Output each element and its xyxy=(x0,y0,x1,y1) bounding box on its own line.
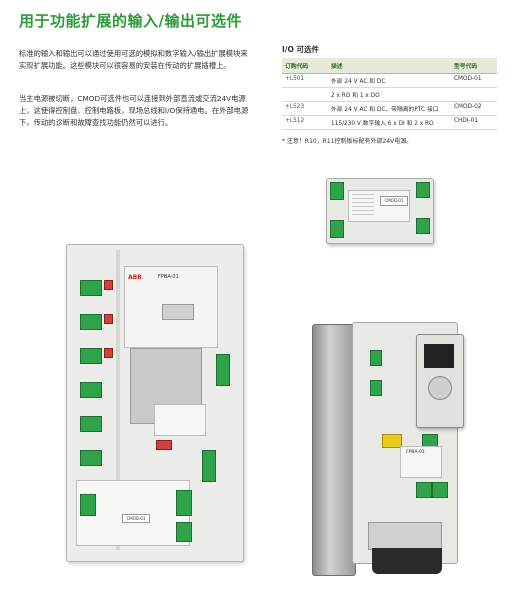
type-code: CMOD-02 xyxy=(451,101,497,116)
table-row: +L512 115/230 V 数字输入 6 x DI 和 2 x RO CHD… xyxy=(282,115,497,130)
description: 2 x RO 和 1 x DO xyxy=(328,87,451,102)
table-row: 2 x RO 和 1 x DO xyxy=(282,87,497,102)
table-row: +L523 外部 24 V AC 和 DC，带隔离的PTC 接口 CMOD-02 xyxy=(282,101,497,116)
order-code: +L512 xyxy=(282,115,328,130)
abb-logo-icon: ABB xyxy=(128,274,142,281)
io-options-title: I/O 可选件 xyxy=(282,45,320,54)
intro-paragraph: 标准的输入和输出可以通过使用可选的模拟和数字输入/输出扩展模块来实现扩展功能。这… xyxy=(19,49,248,70)
cmod-module-image: CMOD-01 xyxy=(318,172,440,250)
io-options-table: 订购代码 描述 型号代码 +L501 外部 24 V AC 和 DC CMOD-… xyxy=(282,58,497,130)
drive-unit-image: FPBA-01 xyxy=(312,322,472,578)
order-code: +L501 xyxy=(282,73,328,88)
description: 外部 24 V AC 和 DC xyxy=(328,73,451,88)
page-title: 用于功能扩展的输入/输出可选件 xyxy=(19,12,242,30)
type-code: CHDI-01 xyxy=(451,115,497,130)
board-cmod-label: CMOD-01 xyxy=(122,514,150,523)
power-paragraph: 当主电源被切断，CMOD可选件也可以连接到外部直流或交流24V电源上，这使得控制… xyxy=(19,94,249,127)
col-order-code: 订购代码 xyxy=(282,58,328,74)
table-header-row: 订购代码 描述 型号代码 xyxy=(282,58,497,74)
description: 115/230 V 数字输入 6 x DI 和 2 x RO xyxy=(328,115,451,130)
col-type-code: 型号代码 xyxy=(451,58,497,74)
type-code xyxy=(451,87,497,102)
order-code xyxy=(282,87,328,102)
type-code: CMOD-01 xyxy=(451,73,497,88)
io-note: * 注意！R10，R11控制板标配有外部24V电源。 xyxy=(282,138,413,145)
control-board-image: ABB FPBA-01 CMOD-01 xyxy=(66,244,244,562)
description: 外部 24 V AC 和 DC，带隔离的PTC 接口 xyxy=(328,101,451,116)
table-row: +L501 外部 24 V AC 和 DC CMOD-01 xyxy=(282,73,497,88)
drive-fpba-label: FPBA-01 xyxy=(406,450,425,455)
fpba-label: FPBA-01 xyxy=(158,274,179,280)
cmod-module-label: CMOD-01 xyxy=(380,196,408,206)
col-description: 描述 xyxy=(328,58,451,74)
order-code: +L523 xyxy=(282,101,328,116)
